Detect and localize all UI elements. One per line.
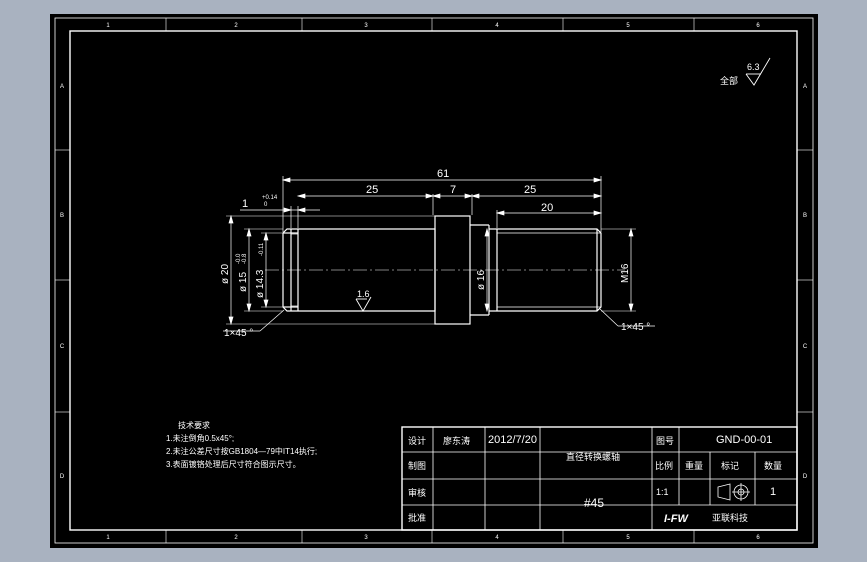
zone-top-6: 6: [756, 23, 760, 29]
zone-right-d: D: [803, 474, 808, 480]
zone-left-c: C: [60, 344, 65, 350]
zone-bottom-4: 4: [495, 535, 499, 541]
title-block: [401, 426, 798, 531]
zone-left-b: B: [60, 213, 64, 219]
dim-right-length: 25: [524, 184, 536, 196]
zone-top-2: 2: [234, 23, 238, 29]
tb-designer: 廖东涛: [443, 435, 470, 446]
roughness-remaining: 全部 6.3: [720, 57, 771, 86]
tb-approve-label: 批准: [408, 512, 426, 523]
zone-bottom-3: 3: [364, 535, 368, 541]
tb-weight-label: 重量: [685, 460, 703, 471]
dimension-lines: [223, 176, 655, 332]
tb-drawing-label: 制图: [408, 460, 426, 471]
dim-journal-diameter: ø 15: [238, 272, 249, 292]
zone-top-3: 3: [364, 23, 368, 29]
zone-bottom-5: 5: [626, 535, 630, 541]
dim-groove-tol-upper: +0.14: [262, 195, 278, 201]
tb-company-name: 亚联科技: [712, 512, 748, 523]
dim-left-length: 25: [366, 184, 378, 196]
tb-date: 2012/7/20: [488, 434, 537, 446]
tb-qty-value: 1: [770, 486, 776, 498]
drawing-sheet: [50, 14, 818, 548]
dim-groove-diameter: ø 14.3: [255, 269, 266, 298]
zone-top-5: 5: [626, 23, 630, 29]
zone-bottom-2: 2: [234, 535, 238, 541]
zone-right-a: A: [803, 84, 807, 90]
tb-material: #45: [584, 496, 604, 510]
tech-note-1: 1.未注倒角0.5x45°;: [166, 433, 234, 443]
dim-thread-body-diameter: ø 16: [476, 270, 487, 290]
roughness-surface-value: 1.6: [357, 289, 370, 299]
tech-notes-title: 技术要求: [178, 420, 210, 430]
zone-ticks: [55, 18, 813, 543]
roughness-surface: [355, 296, 372, 312]
projection-symbol-icon: [717, 483, 750, 501]
dim-thread-size: M16: [620, 263, 631, 283]
zone-left-d: D: [60, 474, 65, 480]
dim-overall-length: 61: [437, 168, 449, 180]
tb-drawing-no-label: 图号: [656, 436, 674, 446]
tb-mark-label: 标记: [721, 460, 739, 471]
tech-note-3: 3.表面镀铬处理后尺寸符合图示尺寸。: [166, 459, 301, 469]
tb-design-label: 设计: [408, 435, 426, 446]
zone-right-c: C: [803, 344, 808, 350]
dim-groove-tol-lower: 0: [264, 202, 268, 208]
zone-top-4: 4: [495, 23, 499, 29]
tb-scale-value: 1:1: [656, 487, 669, 497]
dim-journal-tol-lower: -0.8: [242, 253, 248, 264]
dim-collar-length: 7: [450, 184, 456, 196]
zone-right-b: B: [803, 213, 807, 219]
roughness-remaining-value: 6.3: [747, 62, 760, 72]
zone-left-a: A: [60, 84, 64, 90]
dim-journal-tol-upper: -0.0: [236, 253, 242, 264]
roughness-symbol-icon: [745, 57, 771, 86]
dim-thread-length: 20: [541, 202, 553, 214]
technical-notes: 技术要求 1.未注倒角0.5x45°; 2.未注公差尺寸按GB1804—79中I…: [166, 420, 317, 469]
tb-part-name: 直径转换螺轴: [566, 451, 620, 462]
tb-scale-label: 比例: [655, 460, 673, 471]
dim-collar-diameter: ø 20: [220, 264, 231, 284]
dim-groove-diameter-tol: -0.11: [259, 242, 265, 256]
zone-bottom-1: 1: [106, 535, 110, 541]
tb-drawing-no: GND-00-01: [716, 434, 772, 446]
dim-groove-width: 1: [242, 198, 248, 210]
zone-bottom-6: 6: [756, 535, 760, 541]
dim-chamfer-right: 1×45 °: [621, 322, 650, 333]
roughness-remaining-prefix: 全部: [720, 75, 738, 86]
company-logo: I-FW: [664, 513, 689, 525]
tb-qty-label: 数量: [764, 460, 782, 471]
tb-review-label: 审核: [408, 487, 426, 498]
outer-border: [54, 17, 814, 544]
dim-chamfer-left: 1×45 °: [224, 328, 253, 339]
tech-note-2: 2.未注公差尺寸按GB1804—79中IT14执行;: [166, 446, 317, 456]
zone-top-1: 1: [106, 23, 110, 29]
